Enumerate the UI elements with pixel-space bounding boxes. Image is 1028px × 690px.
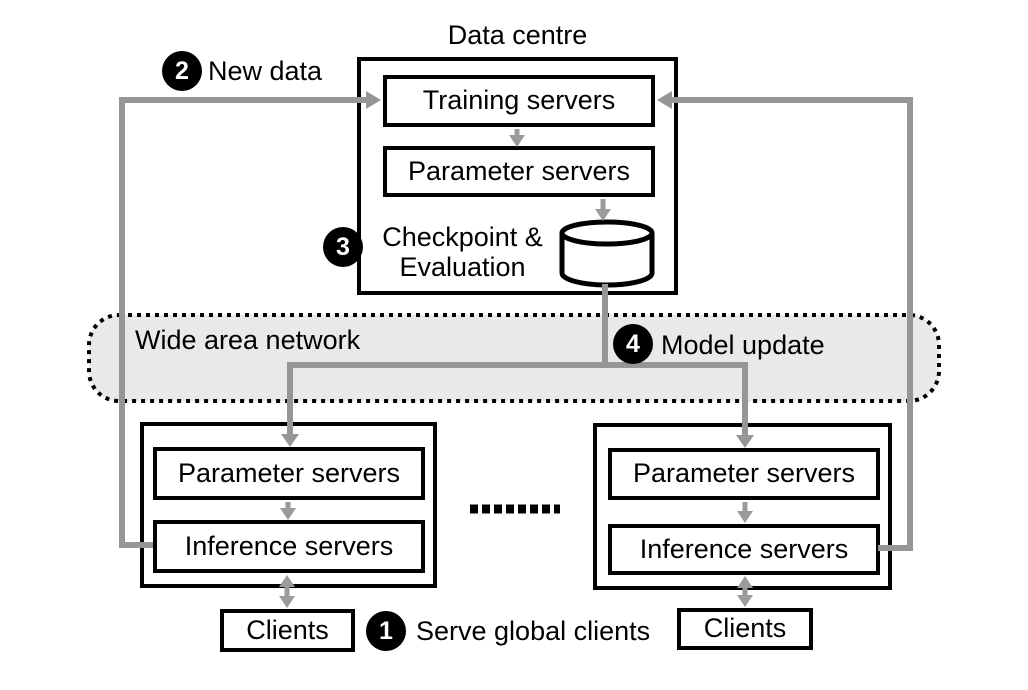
step-label-new-data: New data [208, 56, 323, 86]
wan-label: Wide area network [135, 325, 361, 355]
edge-right-parameter-servers-box: Parameter servers [608, 448, 880, 500]
arrowhead-left-down [279, 596, 295, 608]
edge-left-inference-servers-box: Inference servers [153, 520, 425, 573]
database-cylinder-icon [559, 219, 655, 288]
edge-left-parameter-servers-label: Parameter servers [177, 457, 401, 488]
step-badge-4: 4 [613, 324, 653, 364]
step-label-serve-global-clients: Serve global clients [416, 616, 651, 646]
training-servers-box: Training servers [383, 75, 655, 127]
training-servers-label: Training servers [422, 85, 616, 116]
dc-parameter-servers-box: Parameter servers [383, 146, 655, 197]
dc-parameter-servers-label: Parameter servers [407, 155, 631, 186]
clients-right-label: Clients [703, 613, 787, 644]
step-badge-1: 1 [366, 611, 406, 651]
checkpoint-evaluation-label: Checkpoint & Evaluation [365, 222, 560, 282]
edge-right-parameter-servers-label: Parameter servers [632, 458, 856, 489]
edge-left-inference-servers-label: Inference servers [184, 530, 394, 561]
data-centre-title: Data centre [447, 20, 588, 50]
step-label-model-update: Model update [661, 330, 825, 360]
step-badge-2: 2 [162, 51, 202, 91]
checkpoint-line1: Checkpoint & [382, 222, 543, 252]
step-badge-3: 3 [323, 227, 363, 267]
clients-left-label: Clients [246, 614, 329, 645]
clients-left-box: Clients [220, 609, 355, 652]
checkpoint-line2: Evaluation [399, 252, 526, 282]
clients-right-box: Clients [677, 608, 813, 650]
arrowhead-right-down [737, 595, 753, 607]
edge-right-inference-servers-label: Inference servers [639, 533, 849, 564]
edge-right-inference-servers-box: Inference servers [608, 524, 880, 575]
edge-left-parameter-servers-box: Parameter servers [153, 447, 425, 500]
